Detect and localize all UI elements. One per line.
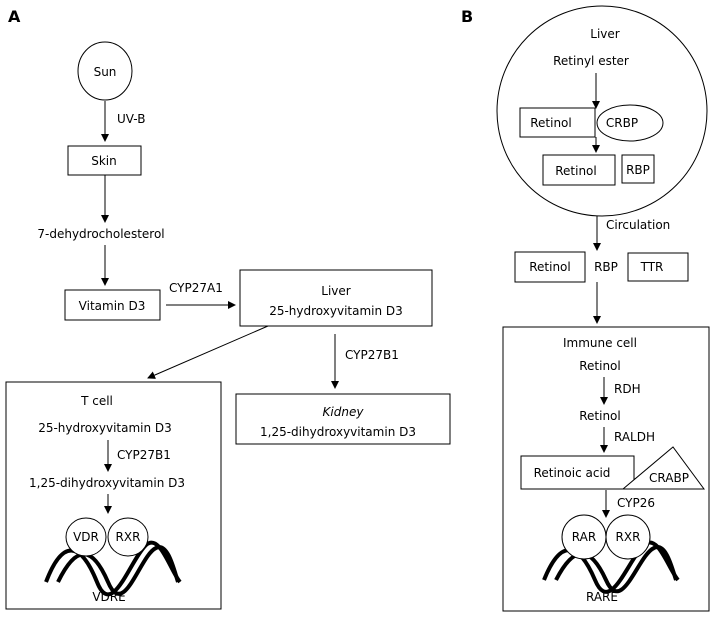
retinol2-label: Retinol (555, 164, 597, 178)
rxr-label-a: RXR (116, 530, 141, 544)
dehydro-label: 7-dehydrocholesterol (37, 227, 164, 241)
rxr-circle-a (107, 517, 149, 557)
tcell-125: 1,25-dihydroxyvitamin D3 (29, 476, 185, 490)
tcell-cyp27b1: CYP27B1 (117, 448, 171, 462)
uvb-label: UV-B (117, 112, 145, 126)
circulation-label: Circulation (606, 218, 670, 232)
liver-title: Liver (321, 284, 351, 298)
skin-box (67, 145, 142, 176)
cyp27a1-label: CYP27A1 (169, 281, 223, 295)
skin-label: Skin (91, 154, 117, 168)
liver-sub: 25-hydroxyvitamin D3 (269, 304, 403, 318)
rbp1-label: RBP (626, 163, 650, 177)
raldh-label: RALDH (614, 430, 655, 444)
kidney-sub: 1,25-dihydroxyvitamin D3 (260, 425, 416, 439)
retinol3-box (514, 251, 586, 283)
panel-a: A Sun UV-B Skin 7-dehydrocholesterol Vit… (5, 7, 451, 610)
tcell-box (5, 381, 222, 610)
vitd3-box (64, 289, 161, 321)
kidney-box (235, 393, 451, 445)
sun-label: Sun (94, 65, 117, 79)
arrow-liver-tcell (147, 325, 269, 379)
immune-title: Immune cell (563, 336, 637, 350)
vdr-circle (65, 517, 107, 557)
retinyl-ester-label: Retinyl ester (553, 54, 629, 68)
vdr-label: VDR (73, 530, 99, 544)
retinol1-box (519, 107, 596, 138)
retinol2-box (542, 154, 616, 186)
panel-a-label: A (8, 7, 21, 26)
panel-b-label: B (461, 7, 473, 26)
kidney-title: Kidney (323, 405, 365, 419)
crbp-ellipse (596, 104, 664, 142)
ttr-label: TTR (640, 260, 664, 274)
rdh-label: RDH (614, 382, 641, 396)
vitd3-label: Vitamin D3 (79, 299, 146, 313)
cyp27b1-right-label: CYP27B1 (345, 348, 399, 362)
retinol1-label: Retinol (530, 116, 572, 130)
tcell-title: T cell (80, 394, 113, 408)
panel-b: B Liver Retinyl ester Retinol CRBP Retin… (461, 5, 710, 612)
retinol3-label: Retinol (529, 260, 571, 274)
cyp26-label: CYP26 (617, 496, 655, 510)
ttr-box (627, 252, 689, 282)
tcell-25oh: 25-hydroxyvitamin D3 (38, 421, 172, 435)
rbp1-box (621, 154, 655, 184)
retinoic-acid-box (520, 455, 635, 490)
rbp2-label: RBP (594, 260, 618, 274)
crabp-label: CRABP (649, 471, 689, 485)
retinol4-label: Retinol (579, 359, 621, 373)
vdre-label: VDRE (92, 590, 125, 604)
crbp-label: CRBP (606, 116, 638, 130)
retinoic-acid-label: Retinoic acid (534, 466, 611, 480)
b-liver-label: Liver (590, 27, 620, 41)
rxr-label-b: RXR (616, 530, 641, 544)
sun-circle (77, 41, 133, 101)
retinol5-label: Retinol (579, 409, 621, 423)
rar-label: RAR (572, 530, 596, 544)
crabp-triangle (621, 446, 705, 490)
rare-label: RARE (586, 590, 618, 604)
liver-box (239, 269, 433, 327)
rxr-circle-b (605, 514, 651, 560)
